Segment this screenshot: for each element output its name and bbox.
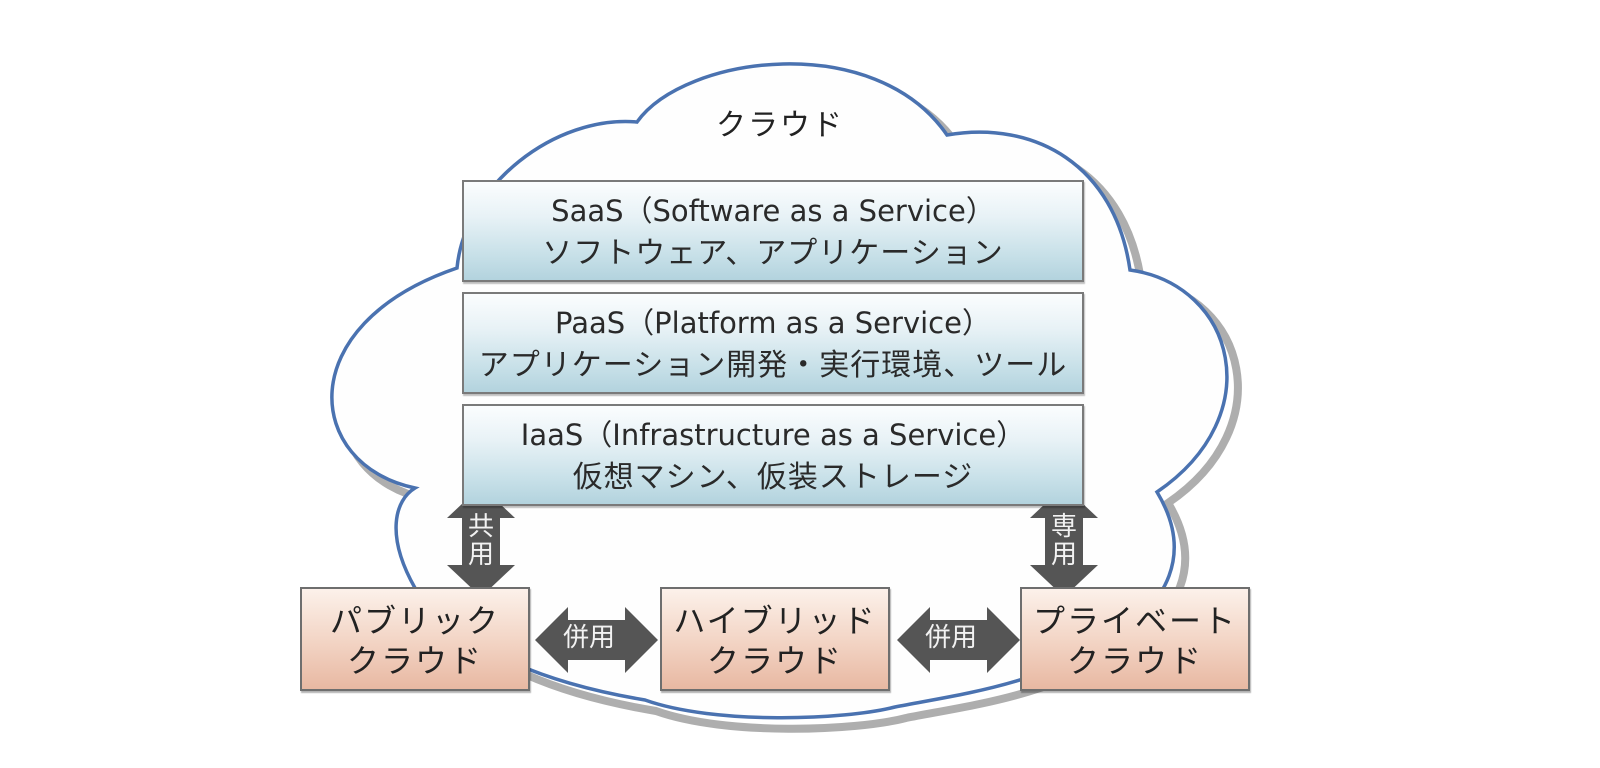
paas-layer-box: PaaS（Platform as a Service） アプリケーション開発・実… bbox=[462, 292, 1084, 394]
shared-label-char1: 共 bbox=[467, 512, 494, 542]
shared-double-arrow bbox=[447, 486, 515, 597]
combined-left-label: 併用 bbox=[563, 623, 616, 653]
dedicated-double-arrow bbox=[1030, 486, 1098, 597]
saas-description: ソフトウェア、アプリケーション bbox=[542, 236, 1004, 271]
paas-description: アプリケーション開発・実行環境、ツール bbox=[478, 348, 1068, 383]
private-cloud-line1: プライベート bbox=[1032, 602, 1237, 640]
shared-label: 共 用 bbox=[461, 513, 501, 569]
public-cloud-line2: クラウド bbox=[346, 642, 483, 680]
cloud-title: クラウド bbox=[716, 108, 844, 143]
combined-right-double-arrow bbox=[897, 607, 1020, 673]
hybrid-cloud-line1: ハイブリッド bbox=[673, 602, 877, 640]
dedicated-label-char1: 専 bbox=[1050, 512, 1077, 542]
dedicated-label: 専 用 bbox=[1044, 513, 1084, 569]
iaas-title: IaaS（Infrastructure as a Service） bbox=[520, 418, 1026, 452]
combined-left-double-arrow bbox=[535, 607, 658, 673]
combined-right-label: 併用 bbox=[925, 623, 978, 653]
saas-layer-box: SaaS（Software as a Service） ソフトウェア、アプリケー… bbox=[462, 180, 1084, 282]
private-cloud-line2: クラウド bbox=[1066, 642, 1203, 680]
saas-title: SaaS（Software as a Service） bbox=[551, 194, 995, 228]
iaas-layer-box: IaaS（Infrastructure as a Service） 仮想マシン、… bbox=[462, 404, 1084, 506]
iaas-description: 仮想マシン、仮装ストレージ bbox=[572, 460, 974, 495]
public-cloud-line1: パブリック bbox=[329, 602, 500, 640]
private-cloud-box: プライベート クラウド bbox=[1020, 587, 1250, 691]
hybrid-cloud-box: ハイブリッド クラウド bbox=[660, 587, 890, 691]
hybrid-cloud-line2: クラウド bbox=[706, 642, 843, 680]
dedicated-label-char2: 用 bbox=[1050, 540, 1077, 570]
public-cloud-box: パブリック クラウド bbox=[300, 587, 530, 691]
shared-label-char2: 用 bbox=[467, 540, 494, 570]
paas-title: PaaS（Platform as a Service） bbox=[555, 306, 991, 340]
